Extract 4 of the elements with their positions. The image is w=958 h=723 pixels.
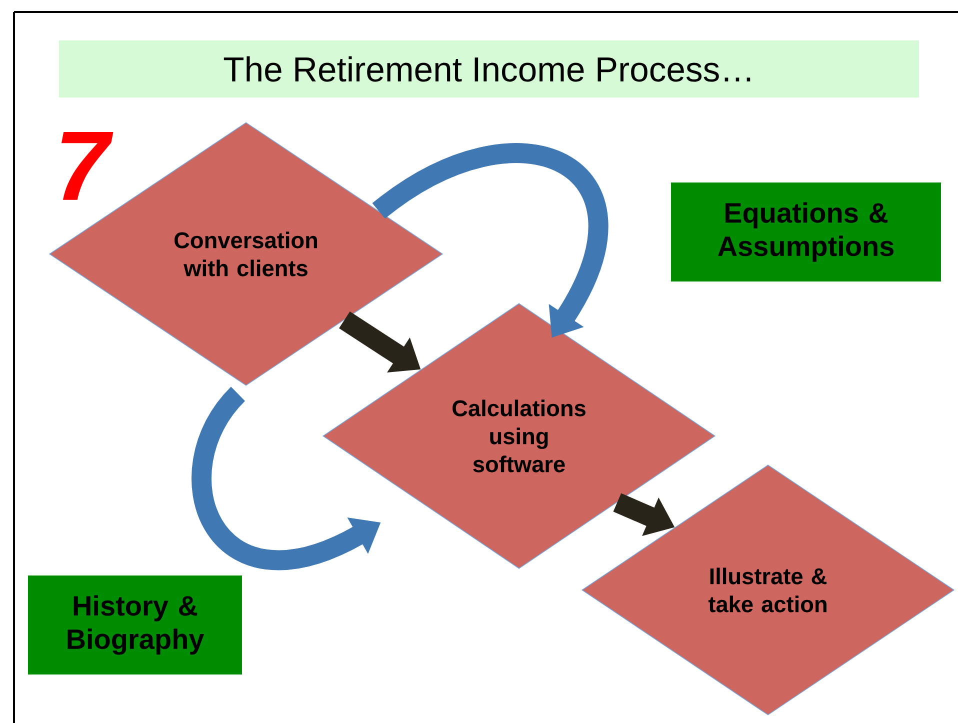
label-box: History & Biography — [28, 576, 242, 674]
title-banner: The Retirement Income Process… — [59, 40, 919, 98]
label-box: Equations & Assumptions — [671, 182, 941, 282]
step-number: 7 — [61, 132, 114, 200]
